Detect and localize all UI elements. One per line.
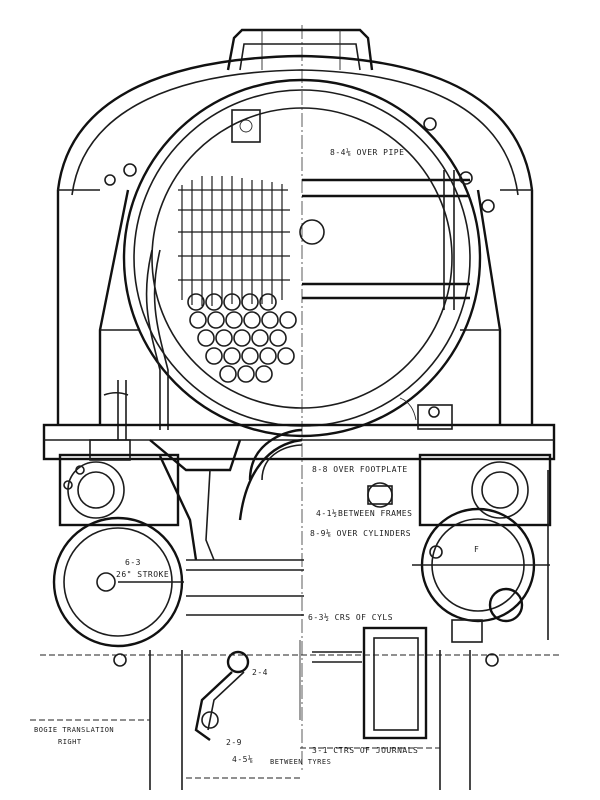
label-bogie-translation: BOGIE TRANSLATION xyxy=(34,726,115,734)
label-stroke: 26" STROKE xyxy=(116,570,170,579)
label-dim-2-9: 2-9 xyxy=(226,738,242,747)
bogie xyxy=(40,619,560,790)
label-crs-of-cyls: 6-3½ CRS OF CYLS xyxy=(308,613,394,622)
label-over-footplate: 8-8 OVER FOOTPLATE xyxy=(312,465,408,474)
label-bogie-right: RIGHT xyxy=(58,738,82,746)
label-stroke-dim: 6-3 xyxy=(125,558,141,567)
label-ctrs-of-journals: 3-1 CTRS OF JOURNALS xyxy=(312,746,419,755)
left-cylinders xyxy=(52,453,184,648)
label-dim-2-4: 2-4 xyxy=(252,668,268,677)
label-between-frames: BETWEEN FRAMES xyxy=(338,509,413,518)
steam-pipes xyxy=(104,117,495,310)
side-pipes xyxy=(103,249,417,440)
label-between-frames-dim: 4-1½ xyxy=(316,509,338,518)
motion-gear xyxy=(194,626,428,741)
smokebox-sides xyxy=(98,189,502,425)
saddle-frames xyxy=(149,438,304,616)
tube-plate xyxy=(178,109,297,383)
buffer-beam xyxy=(42,404,556,461)
label-cyl-letter: F xyxy=(474,545,480,554)
small-tubes xyxy=(187,293,297,383)
label-between-tyres-dim: 4-5⅛ xyxy=(232,755,254,764)
label-over-cylinders: 8-9⅛ OVER CYLINDERS xyxy=(310,529,412,538)
right-cylinders xyxy=(412,453,552,623)
inside-cylinder xyxy=(248,428,393,508)
label-between-tyres: BETWEEN TYRES xyxy=(270,758,332,766)
rails xyxy=(30,470,549,779)
chimney-cap xyxy=(226,28,374,71)
label-over-pipe: 8-4⅛ OVER PIPE xyxy=(330,148,405,157)
boiler-shell xyxy=(122,78,482,438)
outer-arch xyxy=(56,54,534,425)
